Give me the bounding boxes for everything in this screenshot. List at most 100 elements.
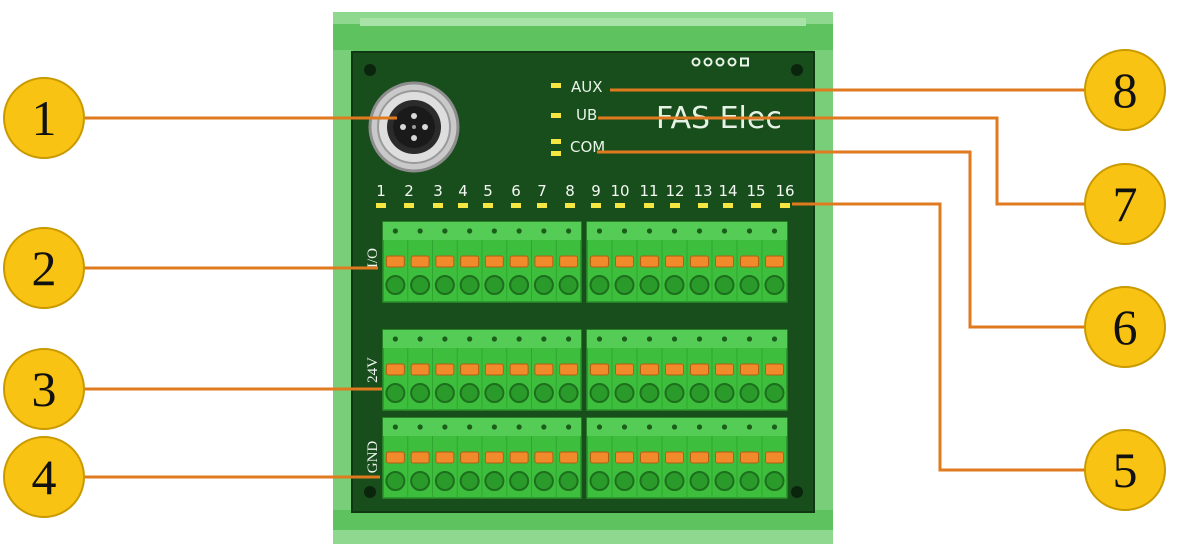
wire-entry-icon: [639, 383, 660, 403]
lever-icon[interactable]: [615, 255, 634, 268]
lever-icon[interactable]: [665, 255, 684, 268]
lever-icon[interactable]: [385, 255, 405, 268]
lever-icon[interactable]: [435, 255, 455, 268]
channel-led-icon: [780, 203, 790, 208]
channel-led-icon: [615, 203, 625, 208]
wire-entry-icon: [558, 275, 579, 295]
lever-icon[interactable]: [385, 451, 405, 464]
leader-line-5: [792, 202, 1085, 472]
channel-led-icon: [565, 203, 575, 208]
lever-icon[interactable]: [435, 451, 455, 464]
channel-label-8: 8: [565, 182, 575, 200]
lever-icon[interactable]: [410, 451, 430, 464]
lever-icon[interactable]: [740, 451, 759, 464]
lever-icon[interactable]: [590, 255, 609, 268]
channel-label-4: 4: [458, 182, 468, 200]
wire-entry-icon: [509, 383, 530, 403]
channel-led-icon: [537, 203, 547, 208]
wire-entry-icon: [589, 383, 610, 403]
callout-3: 3: [3, 348, 85, 430]
lever-icon[interactable]: [559, 451, 579, 464]
lever-icon[interactable]: [410, 363, 430, 376]
channel-label-3: 3: [433, 182, 443, 200]
lever-icon[interactable]: [509, 363, 529, 376]
channel-label-12: 12: [665, 182, 684, 200]
wire-entry-icon: [533, 275, 554, 295]
wire-entry-icon: [614, 275, 635, 295]
channel-led-icon: [751, 203, 761, 208]
terminal-block-24v-1: [382, 329, 582, 411]
wire-entry-icon: [689, 383, 710, 403]
lever-icon[interactable]: [484, 451, 504, 464]
wire-entry-icon: [639, 275, 660, 295]
lever-icon[interactable]: [460, 363, 480, 376]
lever-icon[interactable]: [640, 255, 659, 268]
row-label-24v: 24V: [365, 357, 381, 383]
lever-icon[interactable]: [534, 255, 554, 268]
lever-icon[interactable]: [590, 451, 609, 464]
lever-icon[interactable]: [715, 363, 734, 376]
led-ub-label: UB: [576, 106, 597, 124]
lever-icon[interactable]: [665, 451, 684, 464]
lever-icon[interactable]: [690, 255, 709, 268]
callout-7: 7: [1084, 163, 1166, 245]
status-leds: AUX UB COM: [551, 78, 605, 156]
channel-led-icon: [483, 203, 493, 208]
lever-icon[interactable]: [435, 363, 455, 376]
lever-icon[interactable]: [460, 451, 480, 464]
wire-entry-icon: [484, 383, 505, 403]
lever-icon[interactable]: [484, 255, 504, 268]
led-ub-icon: [551, 113, 561, 118]
wire-entry-icon: [589, 275, 610, 295]
mounting-hole-icon: [791, 486, 803, 498]
wire-entry-icon: [664, 275, 685, 295]
wire-entry-icon: [558, 471, 579, 491]
wire-entry-icon: [739, 275, 760, 295]
lever-icon[interactable]: [385, 363, 405, 376]
lever-icon[interactable]: [640, 451, 659, 464]
led-com-label: COM: [570, 138, 605, 156]
lever-icon[interactable]: [460, 255, 480, 268]
wire-entry-icon: [533, 471, 554, 491]
wire-entry-icon: [764, 471, 785, 491]
callout-8: 8: [1084, 49, 1166, 131]
channel-led-icon: [376, 203, 386, 208]
wire-entry-icon: [589, 471, 610, 491]
lever-icon[interactable]: [534, 363, 554, 376]
lever-icon[interactable]: [559, 363, 579, 376]
channel-label-16: 16: [775, 182, 794, 200]
lever-icon[interactable]: [509, 451, 529, 464]
wire-entry-icon: [434, 275, 455, 295]
lever-icon[interactable]: [615, 363, 634, 376]
lever-icon[interactable]: [715, 255, 734, 268]
test-pads-icon: [691, 57, 749, 67]
lever-icon[interactable]: [665, 363, 684, 376]
lever-icon[interactable]: [715, 451, 734, 464]
wire-entry-icon: [434, 383, 455, 403]
channel-label-1: 1: [376, 182, 386, 200]
lever-icon[interactable]: [534, 451, 554, 464]
lever-icon[interactable]: [590, 363, 609, 376]
lever-icon[interactable]: [765, 451, 784, 464]
lever-icon[interactable]: [484, 363, 504, 376]
lever-icon[interactable]: [559, 255, 579, 268]
wire-entry-icon: [533, 383, 554, 403]
lever-icon[interactable]: [690, 363, 709, 376]
lever-icon[interactable]: [509, 255, 529, 268]
lever-icon[interactable]: [740, 255, 759, 268]
lever-icon[interactable]: [640, 363, 659, 376]
lever-icon[interactable]: [615, 451, 634, 464]
lever-icon[interactable]: [690, 451, 709, 464]
wire-entry-icon: [714, 383, 735, 403]
lever-icon[interactable]: [765, 363, 784, 376]
m12-connector-icon: [368, 81, 460, 173]
terminal-block-gnd-1: [382, 417, 582, 499]
wire-entry-icon: [410, 383, 431, 403]
terminal-block-gnd-2: [586, 417, 788, 499]
lever-icon[interactable]: [410, 255, 430, 268]
wire-entry-icon: [739, 383, 760, 403]
lever-icon[interactable]: [765, 255, 784, 268]
lever-icon[interactable]: [740, 363, 759, 376]
channel-led-icon: [511, 203, 521, 208]
callouts: 1 2 3 4 5 6 7 8: [3, 49, 1166, 518]
